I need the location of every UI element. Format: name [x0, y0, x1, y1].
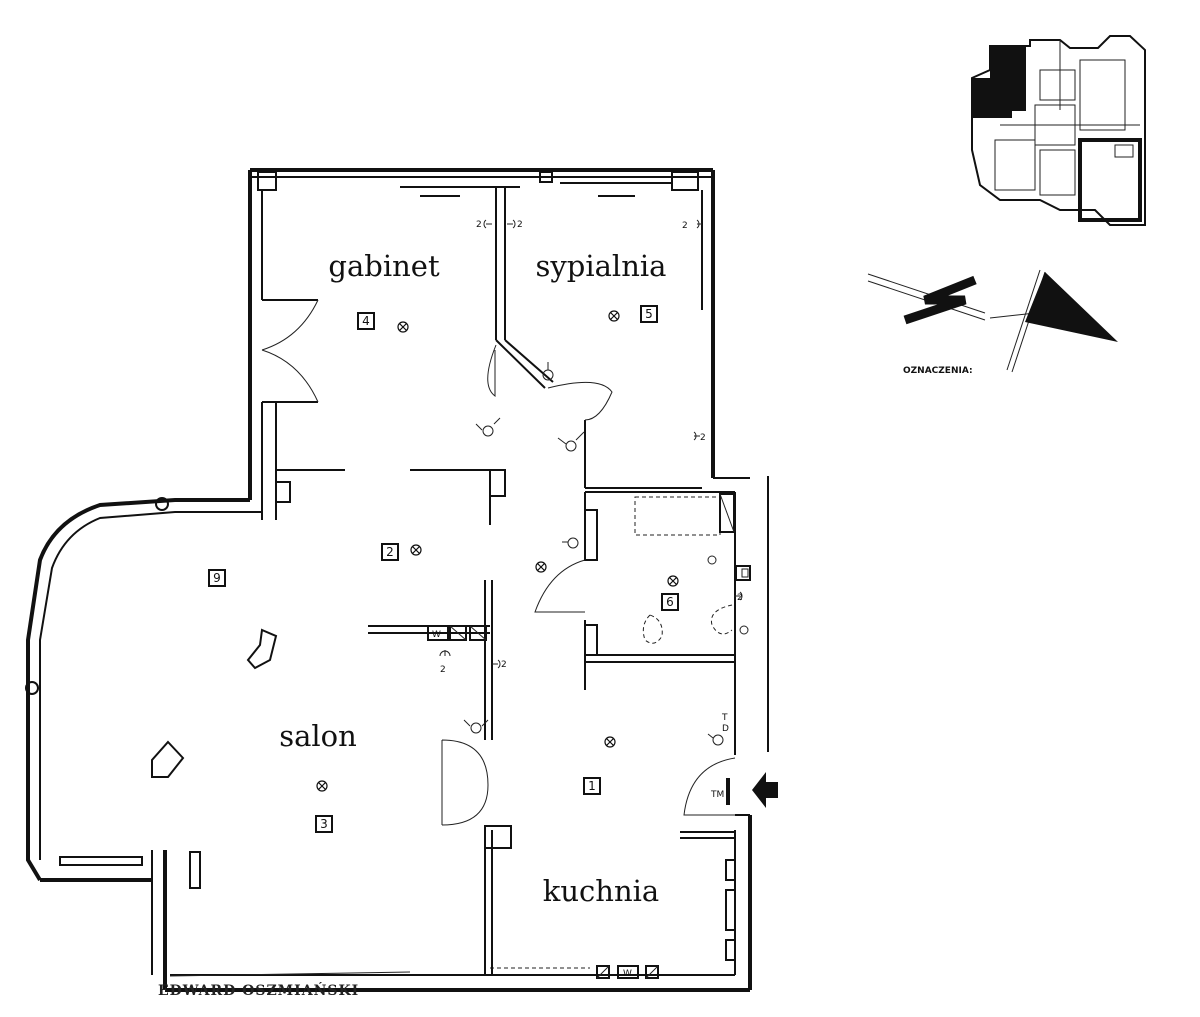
switch-icon — [557, 431, 585, 452]
wc-mark: W — [623, 969, 632, 979]
outlet-marks: 2 2 2 2 2 2 2 — [440, 220, 743, 675]
svg-text:2: 2 — [440, 665, 446, 675]
svg-text:3: 3 — [320, 817, 328, 831]
lamp-icon — [535, 561, 547, 573]
room-number-9: 9 — [208, 569, 226, 587]
switch-mark-d: D — [722, 724, 729, 734]
lamp-icon — [316, 780, 328, 792]
room-number-6: 6 — [661, 593, 679, 611]
switch-icon — [475, 417, 501, 437]
svg-text:1: 1 — [588, 779, 596, 793]
svg-text:9: 9 — [213, 571, 221, 585]
north-arrow-icon — [867, 269, 1118, 373]
svg-text:2: 2 — [517, 220, 523, 230]
switch-icon — [707, 555, 717, 565]
svg-text:5: 5 — [645, 307, 653, 321]
building-locator-icon — [971, 35, 1146, 226]
svg-text:2: 2 — [501, 660, 507, 670]
switch-icon — [707, 733, 724, 746]
room-number-2: 2 — [381, 543, 399, 561]
room-label-salon: salon — [279, 719, 357, 753]
switch-icon — [562, 537, 579, 549]
meter-label: TM — [710, 790, 724, 800]
switch-icon — [739, 625, 749, 635]
svg-text:6: 6 — [666, 595, 674, 609]
room-number-4: 4 — [357, 312, 375, 330]
room-number-1: 1 — [583, 777, 601, 795]
switches — [463, 362, 749, 746]
author-signature: EDWARD OSZMIAŃSKI — [158, 981, 359, 999]
interior-walls — [151, 187, 751, 979]
switch-mark-t: T — [721, 713, 728, 723]
svg-text:4: 4 — [362, 314, 370, 328]
entry-arrow-icon — [752, 772, 778, 808]
room-number-3: 3 — [315, 815, 333, 833]
switch-icon — [463, 719, 489, 734]
lamp-icon — [608, 310, 620, 322]
room-numbers: 4 5 2 9 3 1 6 — [208, 305, 679, 833]
lamp-icon — [397, 321, 409, 333]
svg-text:2: 2 — [682, 221, 688, 231]
svg-text:2: 2 — [737, 593, 743, 603]
room-number-5: 5 — [640, 305, 658, 323]
room-label-sypialnia: sypialnia — [536, 249, 667, 283]
switch-icon — [542, 362, 554, 381]
outlets — [439, 219, 743, 669]
room-label-gabinet: gabinet — [328, 249, 440, 283]
lamp-icon — [667, 575, 679, 587]
room-label-kuchnia: kuchnia — [543, 874, 659, 908]
doors — [261, 299, 736, 826]
svg-text:2: 2 — [700, 433, 706, 443]
lamp-icon — [410, 544, 422, 556]
lamp-icon — [604, 736, 616, 748]
ceiling-lamps — [316, 310, 679, 792]
svg-text:2: 2 — [386, 545, 394, 559]
svg-text:2: 2 — [476, 220, 482, 230]
exterior-walls — [25, 168, 769, 992]
legend-label: OZNACZENIA: — [903, 366, 973, 376]
wc-mark: W — [432, 630, 441, 640]
